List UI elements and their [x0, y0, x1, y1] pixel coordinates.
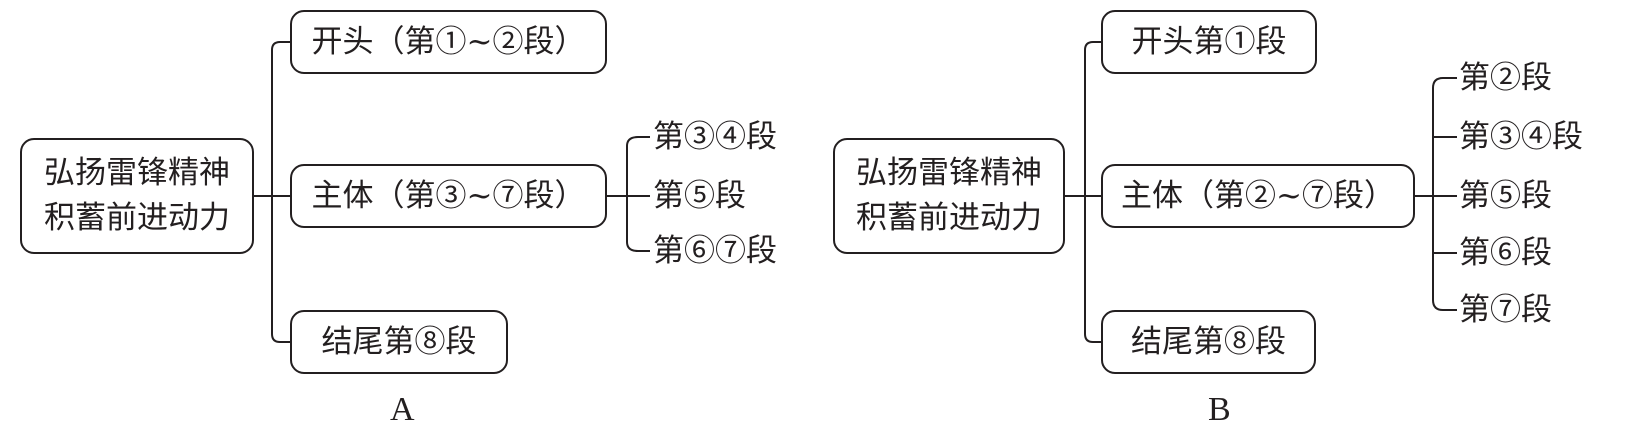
root-node-a: 弘扬雷锋精神 积蓄前进动力 — [20, 138, 254, 254]
sub-item-b-3: 第⑤段 — [1459, 178, 1552, 214]
branch-bracket-b — [1084, 41, 1101, 343]
root-line-1: 弘扬雷锋精神 — [856, 155, 1042, 192]
sub-item-a-2: 第⑤段 — [653, 178, 746, 214]
branch-node-a-opening: 开头（第①~②段） — [290, 10, 607, 74]
root-node-b: 弘扬雷锋精神 积蓄前进动力 — [833, 138, 1065, 254]
branch-node-b-ending: 结尾第⑧段 — [1101, 310, 1316, 374]
sub-bracket-b — [1432, 77, 1457, 311]
sub-item-b-2: 第③④段 — [1459, 119, 1583, 155]
branch-label: 开头第①段 — [1131, 23, 1287, 60]
root-line-2: 积蓄前进动力 — [44, 200, 230, 236]
sub-item-a-1: 第③④段 — [653, 119, 777, 155]
branch-label: 开头（第①~②段） — [311, 23, 586, 60]
branch-label: 主体（第②~⑦段） — [1121, 177, 1395, 214]
root-line-2: 积蓄前进动力 — [856, 200, 1042, 236]
diagram-label-a: A — [390, 391, 415, 428]
branch-node-a-ending: 结尾第⑧段 — [290, 310, 508, 374]
branch-label: 主体（第③~⑦段） — [311, 177, 586, 214]
sub-item-a-3: 第⑥⑦段 — [653, 233, 777, 269]
diagram-label-b: B — [1208, 391, 1231, 428]
sub-item-b-5: 第⑦段 — [1459, 292, 1552, 328]
branch-node-a-body: 主体（第③~⑦段） — [290, 164, 607, 228]
branch-node-b-opening: 开头第①段 — [1101, 10, 1317, 74]
branch-label: 结尾第⑧段 — [321, 323, 477, 360]
sub-bracket-a — [626, 136, 650, 252]
sub-item-b-1: 第②段 — [1459, 60, 1552, 96]
branch-label: 结尾第⑧段 — [1131, 323, 1286, 360]
branch-bracket-a — [271, 41, 290, 343]
root-line-1: 弘扬雷锋精神 — [44, 155, 230, 192]
sub-item-b-4: 第⑥段 — [1459, 235, 1552, 271]
branch-node-b-body: 主体（第②~⑦段） — [1101, 164, 1415, 228]
